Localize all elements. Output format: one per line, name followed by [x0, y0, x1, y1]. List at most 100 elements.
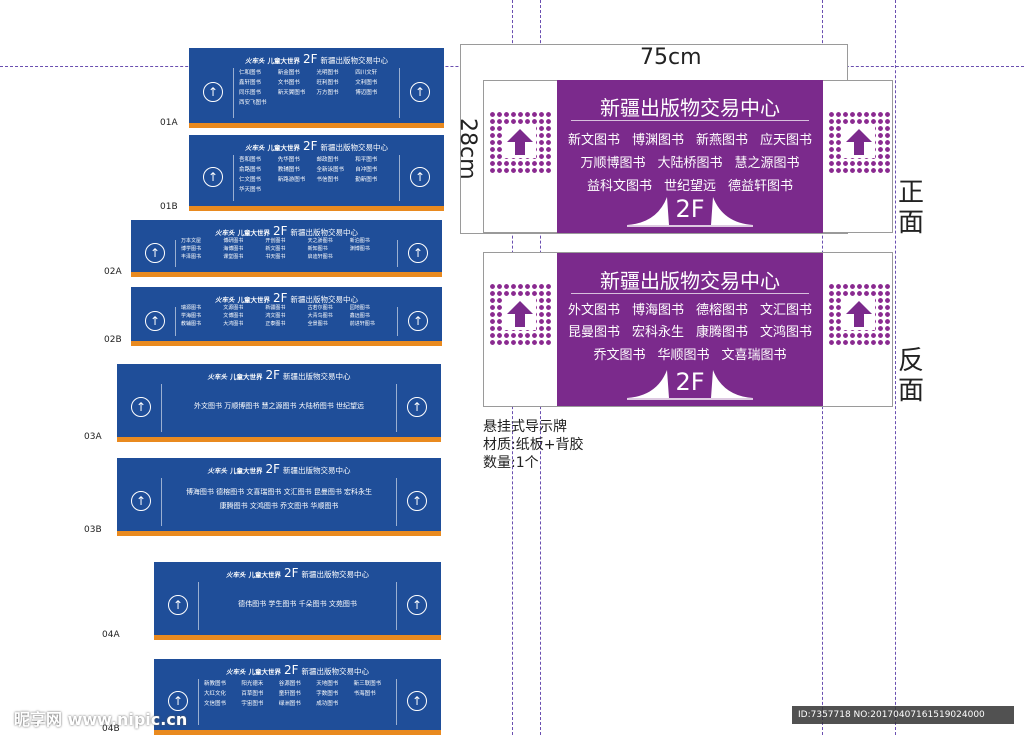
width-dimension: 75cm — [640, 45, 702, 70]
store-grid: 新教图书阳光德禾谷源图书天地图书新三联图书大红文化百草图书童轩图书字数图书书海图… — [204, 679, 391, 709]
mall-name: 儿童大世界 — [248, 571, 281, 579]
divider — [399, 155, 400, 201]
store-name: 博研图书 — [223, 238, 244, 244]
store-name: 华顺图书 — [657, 348, 710, 363]
store-name: 丰泽图书 — [181, 254, 202, 260]
back-side-label: 反面 — [898, 346, 925, 406]
up-arrow-right-icon: ↑ — [407, 397, 427, 417]
brand-name: 火车头 — [207, 467, 227, 475]
divider — [397, 307, 398, 336]
store-name: 万方图书 — [316, 90, 339, 96]
store-name: 新三联图书 — [353, 681, 382, 687]
store-name: 文信图书 — [204, 701, 227, 707]
store-name: 大红文化 — [204, 691, 227, 697]
note-quantity: 数量:1个 — [483, 455, 539, 471]
store-name: 四川文轩 — [355, 70, 378, 76]
store-name: 新金图书 — [277, 70, 300, 76]
height-dimension: 28cm — [455, 118, 480, 180]
store-name: 绿洲图书 — [278, 701, 301, 707]
store-name: 西安飞图书 — [239, 100, 267, 106]
store-name: 万顺博图书 — [580, 156, 646, 171]
up-arrow-left-icon: ↑ — [131, 491, 151, 511]
store-name: 文利图书 — [355, 80, 378, 86]
sign-label: 02B — [104, 335, 122, 345]
up-arrow-left-icon: ↑ — [145, 310, 165, 331]
sign-label: 03A — [84, 432, 102, 442]
store-name: 仁文图书 — [239, 177, 262, 183]
store-name: 教辅图书 — [181, 321, 202, 327]
front-floor: 2F — [675, 195, 705, 223]
front-arrow-left-icon — [504, 126, 536, 158]
floor-label: 2F — [265, 462, 281, 476]
store-name: 华天图书 — [239, 187, 262, 193]
store-name: 博迈图书 — [355, 90, 378, 96]
mall-name: 儿童大世界 — [248, 668, 281, 676]
store-name: 全景图书 — [307, 321, 328, 327]
store-name: 启迪轩图书 — [307, 254, 333, 260]
sign-title: 新疆出版物交易中心 — [290, 295, 359, 304]
sign-label: 01A — [160, 118, 178, 128]
divider — [175, 240, 176, 267]
divider — [396, 384, 397, 432]
store-name: 昆曼图书 — [567, 325, 620, 340]
store-name: 应天图书 — [760, 133, 813, 148]
floor-label: 2F — [302, 52, 318, 66]
divider — [233, 68, 234, 118]
back-line: 外文图书博海图书德榕图书文汇图书 — [557, 299, 823, 318]
brand-name: 火车头 — [214, 229, 235, 237]
store-name: 书天图书 — [265, 254, 286, 260]
store-name: 吾和图书 — [239, 157, 262, 163]
brand-name: 火车头 — [244, 57, 265, 65]
store-name: 万本文屋 — [181, 238, 202, 244]
store-name: 新泊图书 — [349, 238, 370, 244]
orange-bar — [189, 123, 444, 128]
store-name: 童轩图书 — [278, 691, 301, 697]
up-arrow-right-icon: ↑ — [408, 242, 428, 263]
up-arrow-right-icon: ↑ — [410, 167, 430, 187]
mall-name: 儿童大世界 — [267, 144, 300, 152]
up-arrow-right-icon: ↑ — [408, 310, 428, 331]
store-name: 新天翼图书 — [277, 90, 306, 96]
front-separator — [571, 120, 809, 121]
orange-bar — [131, 272, 442, 277]
store-name: 益科文图书 — [586, 179, 652, 194]
store-name: 谷源图书 — [278, 681, 301, 687]
store-name: 全新泳图书 — [316, 167, 345, 173]
store-name: 同乐图书 — [239, 90, 262, 96]
store-name: 大鸿图书 — [223, 321, 244, 327]
mall-name: 儿童大世界 — [237, 229, 270, 237]
store-name: 鸿文图书 — [265, 313, 286, 319]
store-line: 德伟图书 学生图书 千朵图书 文苑图书 — [238, 600, 357, 608]
store-name: 天之骄图书 — [307, 238, 333, 244]
store-name: 新教图书 — [204, 681, 227, 687]
store-name: 园地图书 — [349, 305, 370, 311]
store-name: 鑫远图书 — [349, 313, 370, 319]
store-name: 光明图书 — [316, 70, 339, 76]
back-separator — [571, 293, 809, 294]
mall-name: 儿童大世界 — [229, 373, 263, 381]
divider — [396, 679, 397, 725]
mall-name: 儿童大世界 — [237, 296, 270, 304]
store-line: 康腾图书 文鸿图书 乔文图书 华顺图书 — [219, 502, 339, 510]
store-name: 博渊图书 — [631, 133, 684, 148]
up-arrow-left-icon: ↑ — [168, 691, 188, 711]
front-side-label: 正面 — [898, 178, 925, 238]
back-line: 昆曼图书宏科永生康腾图书文鸿图书 — [557, 321, 823, 340]
divider — [175, 307, 176, 336]
back-line: 乔文图书华顺图书文喜瑞图书 — [557, 344, 823, 363]
orange-bar — [154, 730, 441, 735]
back-floor-mark: 2F — [557, 368, 823, 402]
store-name: 海博图书 — [223, 246, 244, 252]
store-name: 古若尔图书 — [307, 305, 333, 311]
floor-label: 2F — [302, 139, 318, 153]
front-line: 新文图书博渊图书新燕图书应天图书 — [557, 129, 823, 148]
sign-title: 新疆出版物交易中心 — [290, 228, 359, 237]
